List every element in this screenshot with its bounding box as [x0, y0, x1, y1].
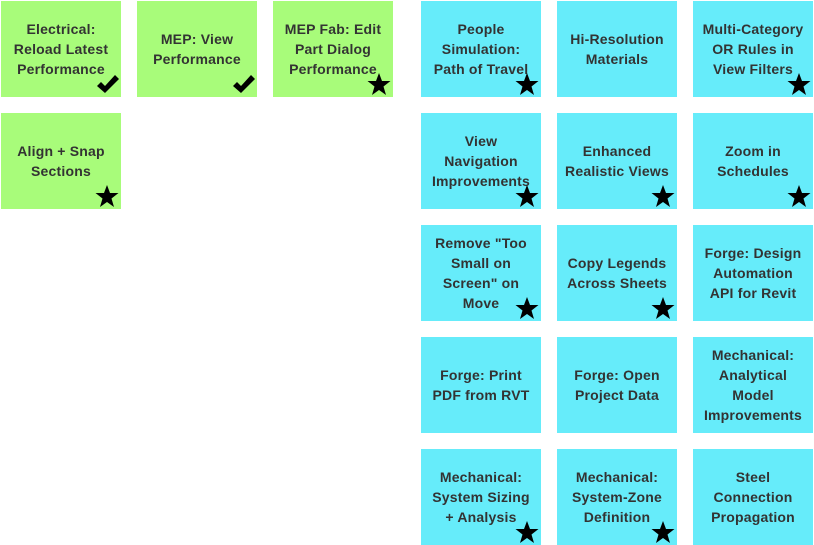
card-label: MEP Fab: Edit Part Dialog Performance — [284, 21, 382, 77]
star-icon — [367, 72, 391, 96]
cyan-card[interactable]: Remove "Too Small on Screen" on Move — [421, 225, 541, 321]
star-icon — [515, 520, 539, 544]
card-label: Mechanical: Analytical Model Improvement… — [703, 347, 803, 423]
star-icon — [651, 520, 675, 544]
card-label: Forge: Design Automation API for Revit — [704, 245, 802, 301]
cyan-card[interactable]: Forge: Design Automation API for Revit — [693, 225, 813, 321]
green-card[interactable]: Align + Snap Sections — [1, 113, 121, 209]
card-label: Enhanced Realistic Views — [565, 143, 669, 179]
planned-cards-board: People Simulation: Path of Travel Hi-Reso… — [421, 1, 813, 545]
card-label: People Simulation: Path of Travel — [433, 21, 529, 77]
star-icon — [515, 184, 539, 208]
card-label: View Navigation Improvements — [431, 133, 531, 189]
card-label: MEP: View Performance — [153, 31, 241, 67]
card-label: Zoom in Schedules — [717, 143, 789, 179]
card-label: Copy Legends Across Sheets — [567, 255, 667, 291]
cyan-card[interactable]: Zoom in Schedules — [693, 113, 813, 209]
card-label: Remove "Too Small on Screen" on Move — [435, 235, 527, 311]
cyan-card[interactable]: View Navigation Improvements — [421, 113, 541, 209]
star-icon — [515, 72, 539, 96]
checkmark-icon — [231, 72, 255, 96]
cyan-card[interactable]: Forge: Open Project Data — [557, 337, 677, 433]
green-card[interactable]: MEP Fab: Edit Part Dialog Performance — [273, 1, 393, 97]
card-label: Steel Connection Propagation — [711, 469, 795, 525]
card-label: Mechanical: System-Zone Definition — [571, 469, 663, 525]
star-icon — [515, 296, 539, 320]
cyan-card[interactable]: People Simulation: Path of Travel — [421, 1, 541, 97]
cyan-card[interactable]: Enhanced Realistic Views — [557, 113, 677, 209]
cyan-card[interactable]: Multi-Category OR Rules in View Filters — [693, 1, 813, 97]
card-label: Align + Snap Sections — [17, 143, 105, 179]
completed-cards-board: Electrical: Reload Latest Performance MEP… — [1, 1, 393, 209]
star-icon — [651, 296, 675, 320]
star-icon — [787, 72, 811, 96]
cyan-card[interactable]: Forge: Print PDF from RVT — [421, 337, 541, 433]
star-icon — [787, 184, 811, 208]
card-label: Electrical: Reload Latest Performance — [13, 21, 109, 77]
card-label: Forge: Print PDF from RVT — [432, 367, 530, 403]
star-icon — [651, 184, 675, 208]
cyan-card[interactable]: Mechanical: System-Zone Definition — [557, 449, 677, 545]
green-card[interactable]: MEP: View Performance — [137, 1, 257, 97]
card-label: Multi-Category OR Rules in View Filters — [702, 21, 804, 77]
card-label: Forge: Open Project Data — [574, 367, 660, 403]
cyan-card[interactable]: Mechanical: Analytical Model Improvement… — [693, 337, 813, 433]
cyan-card[interactable]: Hi-Resolution Materials — [557, 1, 677, 97]
card-label: Mechanical: System Sizing + Analysis — [432, 469, 530, 525]
cyan-card[interactable]: Mechanical: System Sizing + Analysis — [421, 449, 541, 545]
star-icon — [95, 184, 119, 208]
checkmark-icon — [95, 72, 119, 96]
cyan-card[interactable]: Steel Connection Propagation — [693, 449, 813, 545]
card-label: Hi-Resolution Materials — [570, 31, 664, 67]
cyan-card[interactable]: Copy Legends Across Sheets — [557, 225, 677, 321]
green-card[interactable]: Electrical: Reload Latest Performance — [1, 1, 121, 97]
